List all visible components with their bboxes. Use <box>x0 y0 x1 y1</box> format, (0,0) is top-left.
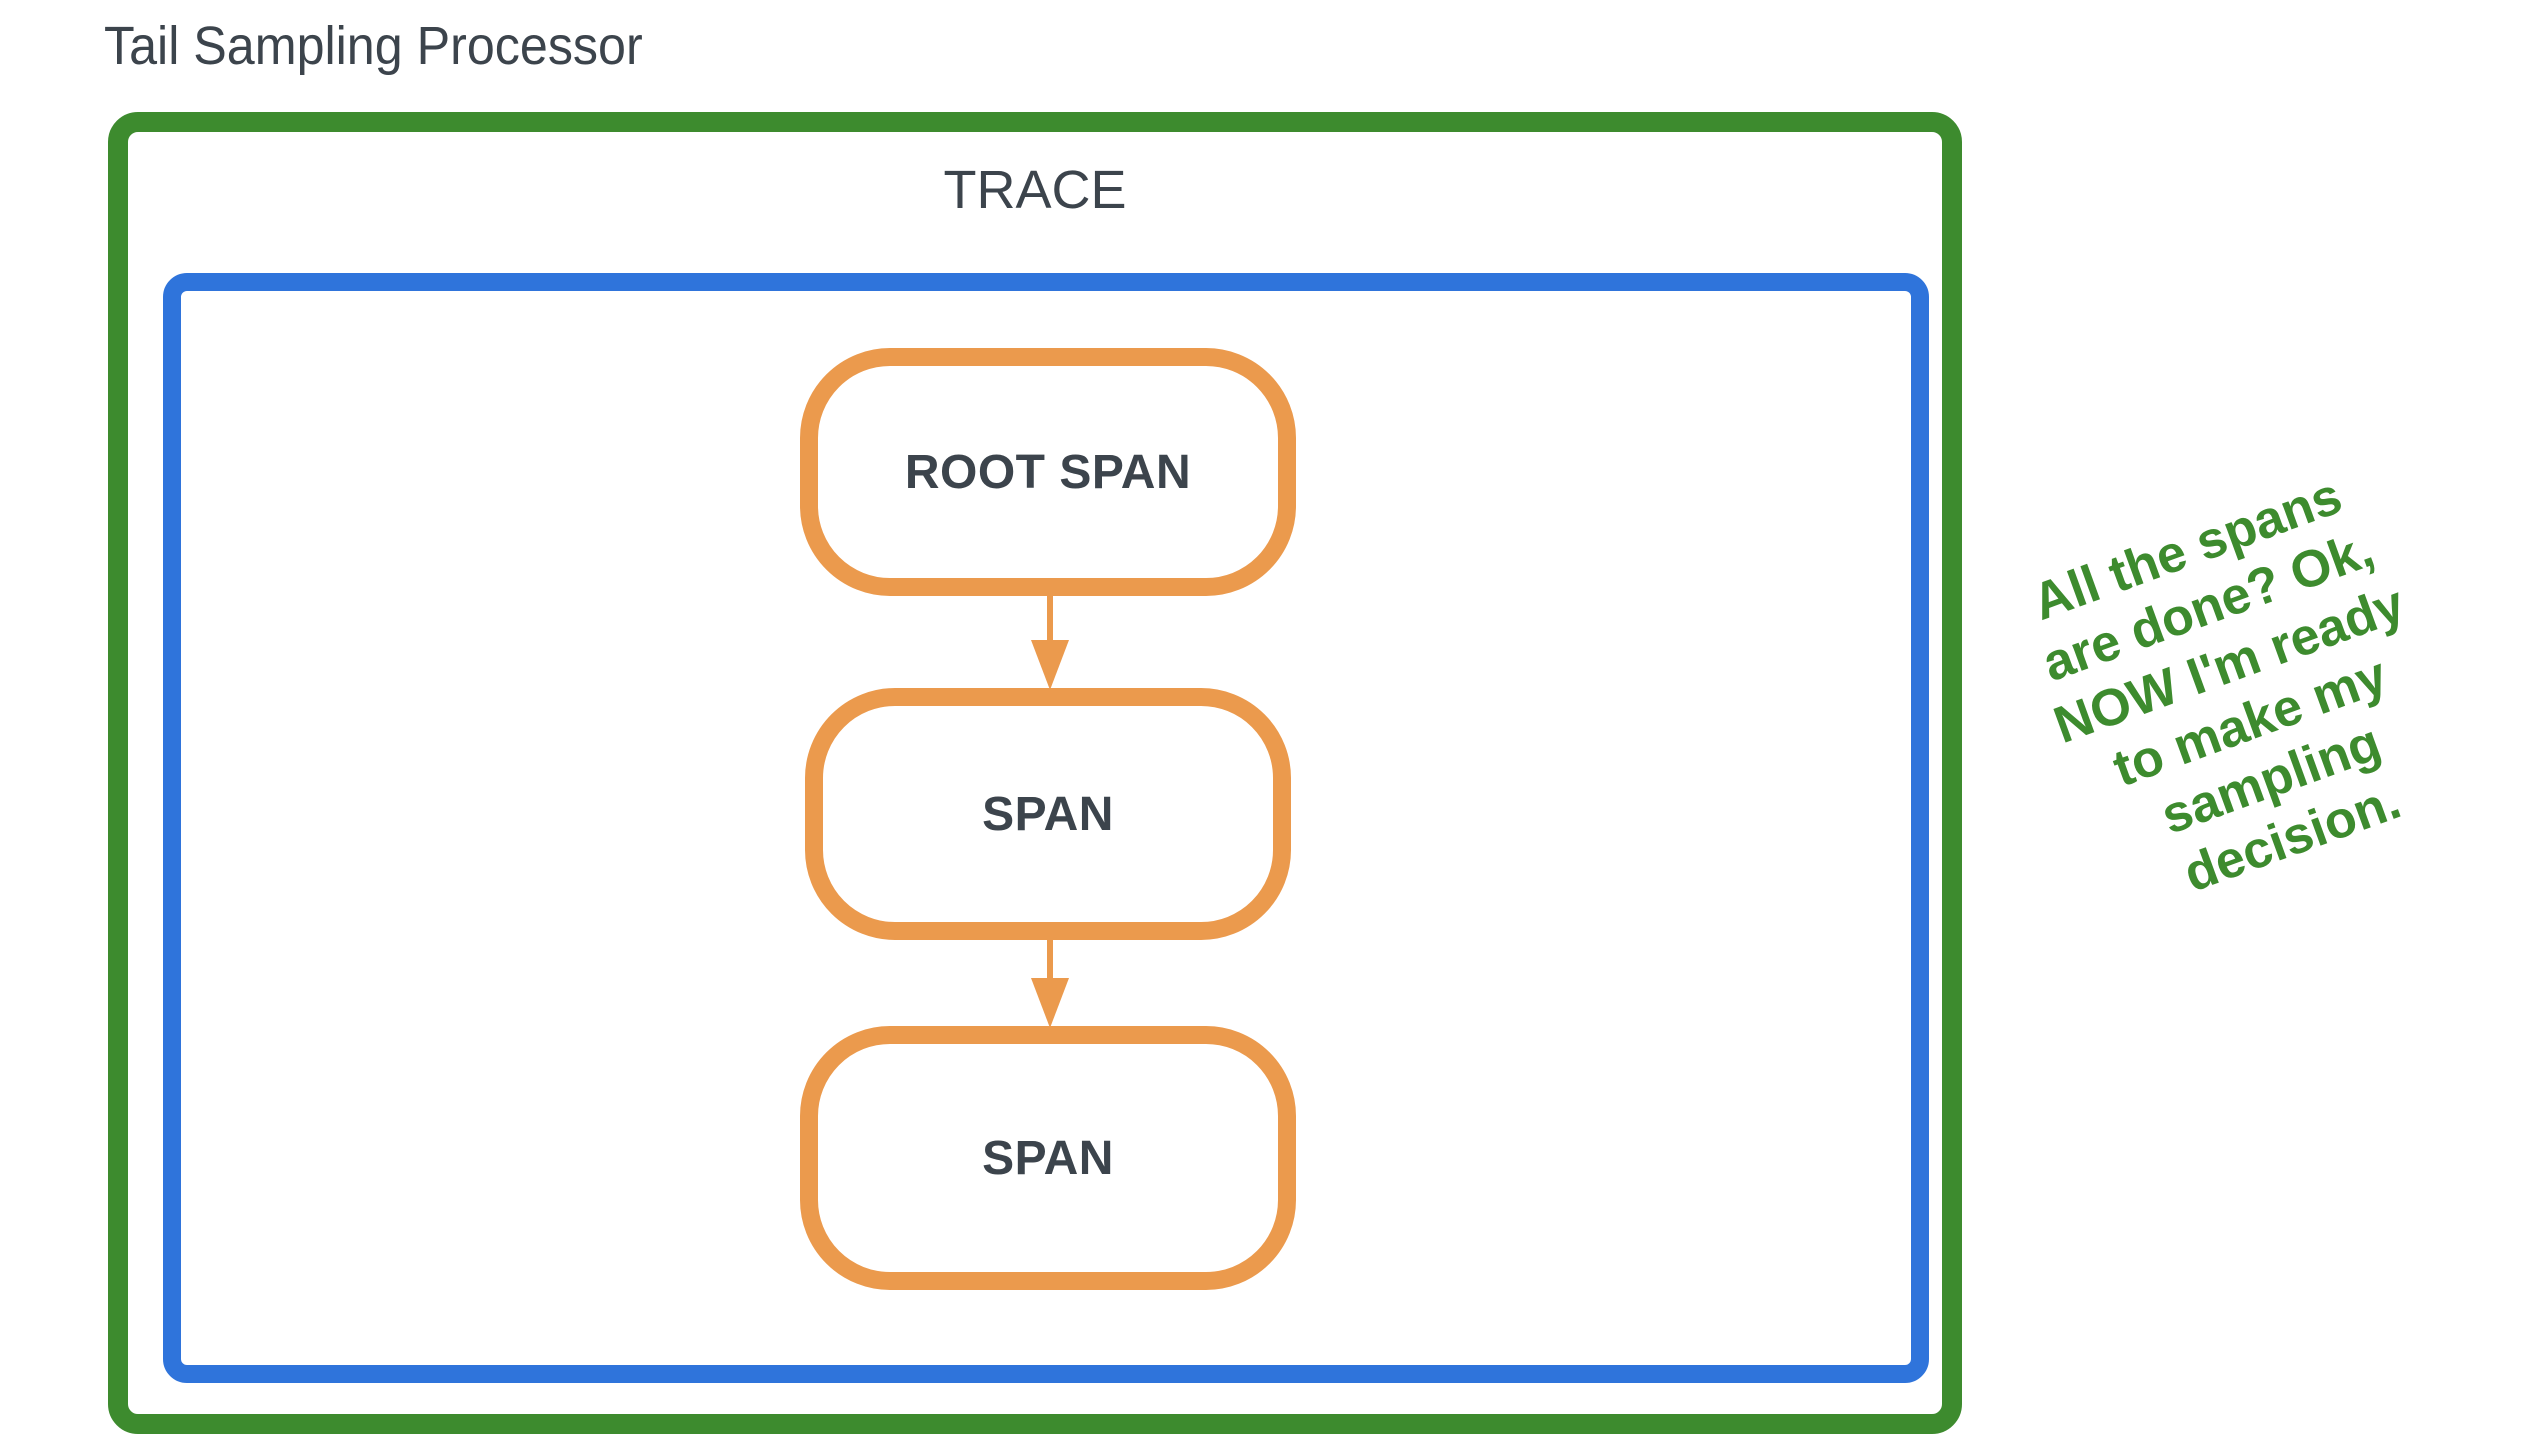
arrow-middle-to-leaf <box>1020 940 1080 1028</box>
span-node-middle-label: SPAN <box>982 787 1114 841</box>
span-node-leaf-label: SPAN <box>982 1131 1114 1185</box>
span-node-leaf[interactable]: SPAN <box>800 1026 1296 1290</box>
span-node-root[interactable]: ROOT SPAN <box>800 348 1296 596</box>
arrow-down-icon <box>1031 940 1069 1028</box>
span-node-root-label: ROOT SPAN <box>904 445 1192 499</box>
page-title: Tail Sampling Processor <box>104 16 643 76</box>
span-node-middle[interactable]: SPAN <box>805 688 1291 940</box>
arrow-down-icon <box>1031 596 1069 690</box>
sampling-decision-annotation: All the spans are done? Ok, NOW I'm read… <box>2025 466 2412 904</box>
trace-label: TRACE <box>943 160 1127 220</box>
trace-container <box>163 273 1929 1383</box>
tail-sampling-processor-container <box>108 112 1962 1434</box>
arrow-root-to-middle <box>1020 596 1080 690</box>
